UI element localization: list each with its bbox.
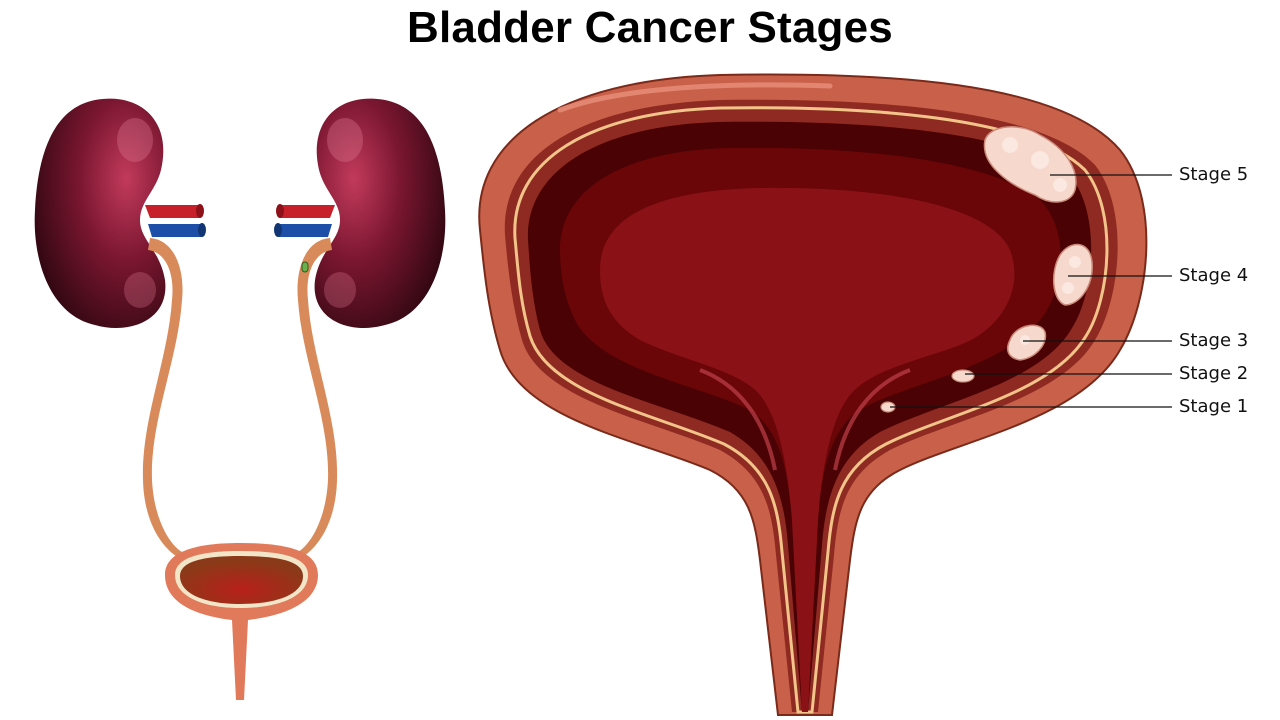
right-vein	[274, 223, 332, 237]
label-stage-2: Stage 2	[1179, 363, 1249, 384]
label-stage-4: Stage 4	[1179, 265, 1249, 286]
kidney-stone-icon	[301, 261, 309, 273]
tumor-stage-4	[1053, 243, 1093, 306]
large-bladder	[478, 73, 1148, 716]
right-ureter	[297, 238, 338, 556]
small-bladder	[165, 543, 318, 700]
tumor-stage-5	[983, 126, 1077, 203]
label-stage-3: Stage 3	[1179, 330, 1249, 351]
left-kidney	[34, 98, 166, 329]
tumor-stage-2	[951, 369, 975, 383]
left-artery	[145, 204, 204, 218]
label-stage-1: Stage 1	[1179, 396, 1249, 417]
left-ureter	[142, 238, 183, 556]
tumor-stage-3	[1007, 324, 1047, 361]
right-kidney	[314, 98, 446, 329]
page-title: Bladder Cancer Stages	[407, 3, 893, 52]
label-stage-5: Stage 5	[1179, 164, 1249, 185]
right-artery	[276, 204, 335, 218]
left-vein	[148, 223, 206, 237]
